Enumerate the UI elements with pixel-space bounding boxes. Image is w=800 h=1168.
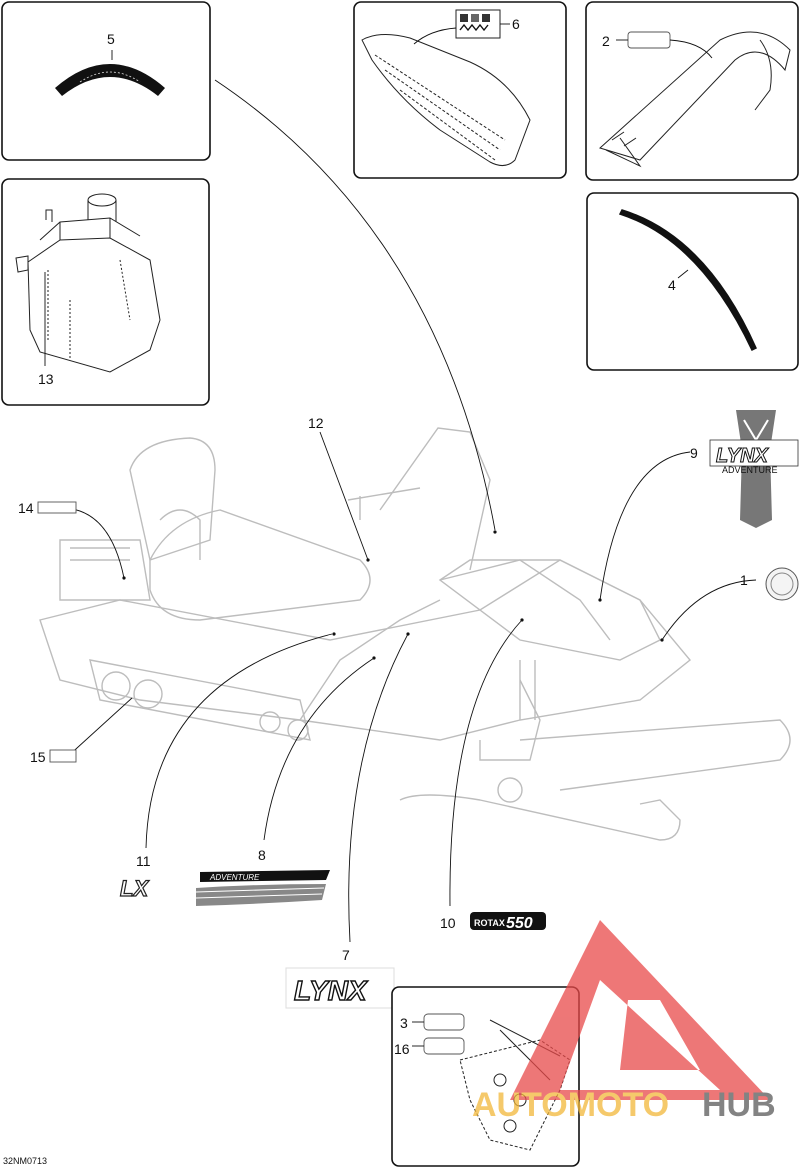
seat-outline [361, 34, 531, 166]
reference-code: 32NM0713 [3, 1156, 47, 1166]
callout-15: 15 [30, 749, 46, 765]
stripe-decal-4 [618, 209, 757, 352]
callout-16: 16 [394, 1041, 410, 1057]
watermark-text-auto: AUTOMOTO [472, 1086, 669, 1124]
callout-14: 14 [18, 500, 34, 516]
lynx-badge-decal-9: LYNX ADVENTURE [709, 410, 799, 528]
bracket-outline [459, 1039, 571, 1151]
decal-tag-3 [423, 1013, 465, 1031]
reservoir-outline [27, 237, 161, 373]
callout-8: 8 [258, 847, 266, 863]
callout-2: 2 [602, 33, 610, 49]
panel-reservoir-13: 13 [1, 178, 210, 406]
curved-decal-5 [55, 64, 165, 96]
callout-4: 4 [668, 277, 676, 293]
decal-tag-16 [423, 1037, 465, 1055]
decal-tag-2 [627, 31, 671, 49]
callout-3: 3 [400, 1015, 408, 1031]
leader-lines [63, 79, 757, 943]
lx-text: LX [120, 876, 149, 901]
snowmobile-outline [39, 427, 791, 841]
adventure-decal-8: ADVENTURE [195, 870, 330, 906]
lynx-badge-subtitle: ADVENTURE [722, 465, 778, 475]
round-emblem-decal-1 [765, 567, 799, 601]
callout-9: 9 [690, 445, 698, 461]
lynx-badge-text: LYNX [716, 445, 770, 467]
decal-tag-14 [37, 501, 77, 514]
callout-1: 1 [740, 572, 748, 588]
callout-5: 5 [107, 31, 115, 47]
engine-number-text: 550 [506, 915, 533, 932]
panel-seat-6: 6 [353, 1, 567, 179]
automotohub-watermark: AUTOMOTO HUB [472, 920, 776, 1124]
watermark-text-hub: HUB [702, 1086, 776, 1124]
callout-6: 6 [512, 16, 520, 32]
panel-decal-5: 5 [1, 1, 211, 161]
callout-13: 13 [38, 371, 54, 387]
watermark-logo-icon [510, 920, 770, 1100]
panel-bracket-3-16: 3 16 [391, 986, 580, 1167]
panel-tunnel-2: 2 [585, 1, 799, 181]
rotax-decal-10: ROTAX 550 [470, 912, 546, 932]
lynx-logo-text: LYNX [294, 975, 369, 1006]
decal-tag-15 [49, 749, 77, 763]
rotax-text: ROTAX [474, 918, 505, 928]
callout-10: 10 [440, 915, 456, 931]
adventure-text: ADVENTURE [209, 873, 260, 882]
tunnel-outline [599, 31, 791, 161]
lx-decal-11: LX [119, 875, 150, 901]
callout-7: 7 [342, 947, 350, 963]
lynx-logo-decal-7: LYNX [285, 967, 395, 1009]
panel-stripe-4: 4 [586, 192, 799, 371]
callout-12: 12 [308, 415, 324, 431]
callout-11: 11 [136, 853, 151, 869]
